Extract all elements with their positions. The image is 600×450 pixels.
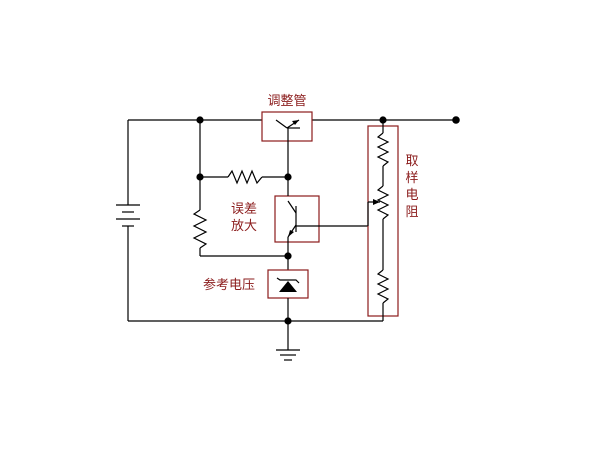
sampling-resistor	[367, 120, 399, 321]
feedback-resistor	[227, 169, 263, 185]
error-amp-label-line2: 放大	[231, 219, 257, 234]
error-amp-label-line1: 误差	[231, 202, 257, 217]
zener-reference	[267, 269, 309, 321]
error-amplifier	[274, 177, 368, 270]
reference-voltage-label: 参考电压	[203, 277, 255, 293]
pass-transistor	[261, 111, 313, 175]
potentiometer	[376, 185, 390, 220]
zener-diode-icon	[279, 281, 297, 292]
sampling-label-char-2: 样	[405, 171, 418, 186]
bottom-rail	[128, 317, 383, 361]
pass-transistor-label: 调整管	[267, 94, 306, 109]
output-terminal[interactable]	[452, 116, 460, 124]
sampling-label-char-3: 电	[405, 188, 418, 203]
error-amp-box	[274, 195, 320, 243]
bias-resistor	[192, 209, 208, 249]
battery-symbol	[116, 120, 140, 321]
pass-transistor-box	[261, 111, 313, 142]
sampling-label-char-4: 阻	[405, 205, 418, 220]
sampling-label-char-1: 取	[405, 154, 418, 169]
